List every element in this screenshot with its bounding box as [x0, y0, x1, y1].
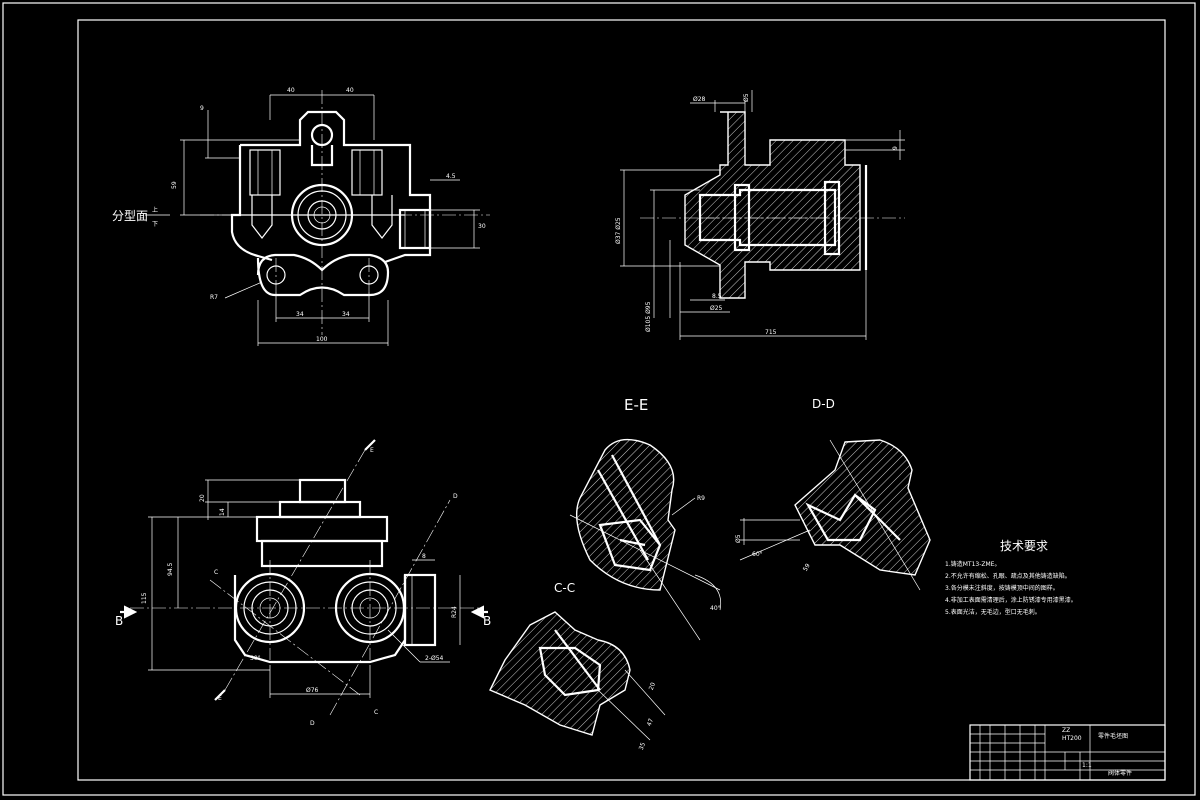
requirement-5: 5.表面光洁，无毛边，型口无毛刺。	[945, 608, 1041, 616]
cc-dim-c: 35	[638, 741, 647, 751]
title-block-scale: 1:1	[1082, 762, 1092, 769]
dim-plan-8: 8	[422, 553, 426, 560]
plan-view: E E D D C C B B 20 14 115 94.5 8 R24 30°…	[115, 439, 491, 727]
section-mark-e-bottom: E	[218, 695, 222, 702]
section-mark-b-right: B	[483, 614, 491, 628]
ee-angle: 40°	[710, 605, 721, 612]
dim-overall-width: 100	[316, 336, 328, 343]
section-title-cc: C-C	[554, 581, 575, 595]
dim-plan-overall: 115	[141, 592, 148, 604]
title-block-drawing-no: 阀体零件	[1108, 769, 1132, 777]
section-mark-d-bottom: D	[310, 720, 315, 727]
parting-surface-label: 分型面	[112, 209, 148, 223]
inner-frame	[77, 19, 1166, 781]
dim-4-5: 4.5	[446, 173, 456, 180]
dim-h-30: 30	[478, 223, 486, 230]
dim-plan-14: 14	[219, 508, 226, 516]
section-d-d: D-D Ø5 60° 59	[735, 397, 931, 591]
section-title-ee: E-E	[624, 396, 648, 414]
dim-top-right: 40	[346, 87, 354, 94]
requirement-3: 3.各分模未注斜度，按铸模顶中间的图样。	[945, 584, 1059, 592]
dim-right-h: 9	[892, 146, 899, 150]
dim-plan-20: 20	[199, 494, 206, 502]
requirement-4: 4.非加工表面需清理后，涂上防锈漆专用漆黑漆。	[945, 596, 1077, 604]
dim-top-h: Ø5	[743, 93, 750, 102]
ee-radius: R9	[697, 495, 705, 502]
section-mark-e-top: E	[370, 447, 374, 454]
title-block-code: ZZ	[1062, 727, 1070, 734]
dim-left-dia: Ø37 Ø25	[615, 217, 622, 244]
requirements-title: 技术要求	[1000, 539, 1048, 553]
dim-radius-r7: R7	[210, 294, 218, 301]
title-block-name: 零件毛坯图	[1098, 732, 1128, 740]
dim-top-left: 40	[287, 87, 295, 94]
technical-requirements: 技术要求 1.铸造MT13-ZME。 2.不允许有缩松、孔眼、疏点及其他铸造缺陷…	[945, 539, 1077, 616]
dim-8-5: 8.5	[712, 293, 722, 300]
dim-plan-holes: 2-Ø54	[425, 655, 444, 662]
dim-plan-dia: Ø76	[306, 687, 319, 694]
section-mark-c-left: C	[214, 569, 218, 576]
title-block-material: HT200	[1062, 735, 1082, 742]
dd-phi: Ø5	[735, 534, 742, 543]
section-mark-d-top: D	[453, 493, 458, 500]
section-c-c: C-C 20 47 35	[489, 581, 666, 751]
section-e-e: E-E 40° R9	[569, 396, 722, 641]
section-mark-b-left: B	[115, 614, 123, 628]
dim-plan-r24: R24	[451, 606, 458, 618]
title-block: 零件毛坯图 HT200 ZZ 1:1 阀体零件	[969, 724, 1166, 781]
dim-h-59: 59	[171, 181, 178, 189]
side-section-view: Ø28 Ø5 9 Ø37 Ø25 Ø105 Ø95 8.5 Ø25 715	[615, 90, 905, 340]
upper-mark: 上	[152, 206, 158, 214]
section-title-dd: D-D	[812, 397, 835, 411]
section-mark-c-right: C	[374, 709, 378, 716]
dim-plan-inner: 94.5	[167, 562, 174, 576]
dim-bottom-34b: 34	[342, 311, 350, 318]
lower-mark: 下	[152, 221, 158, 228]
cc-dim-a: 20	[648, 681, 657, 691]
dim-top-w: Ø28	[693, 96, 706, 103]
requirement-2: 2.不允许有缩松、孔眼、疏点及其他铸造缺陷。	[945, 572, 1071, 580]
cc-dim-b: 47	[646, 717, 655, 727]
dim-bottom-34a: 34	[296, 311, 304, 318]
dim-plan-angle: 30°	[250, 655, 261, 662]
dim-bottom-dia: Ø105 Ø95	[645, 301, 652, 332]
dd-59: 59	[802, 562, 812, 572]
requirement-1: 1.铸造MT13-ZME。	[945, 560, 1000, 568]
dim-h-small: 9	[200, 105, 204, 112]
dd-angle: 60°	[752, 551, 763, 558]
dim-d25: Ø25	[710, 305, 723, 312]
front-view: 40 40 59 9 4.5 30 R7 34 34 100 分型面 上 下	[112, 87, 490, 346]
dim-overall-length: 715	[765, 329, 777, 336]
